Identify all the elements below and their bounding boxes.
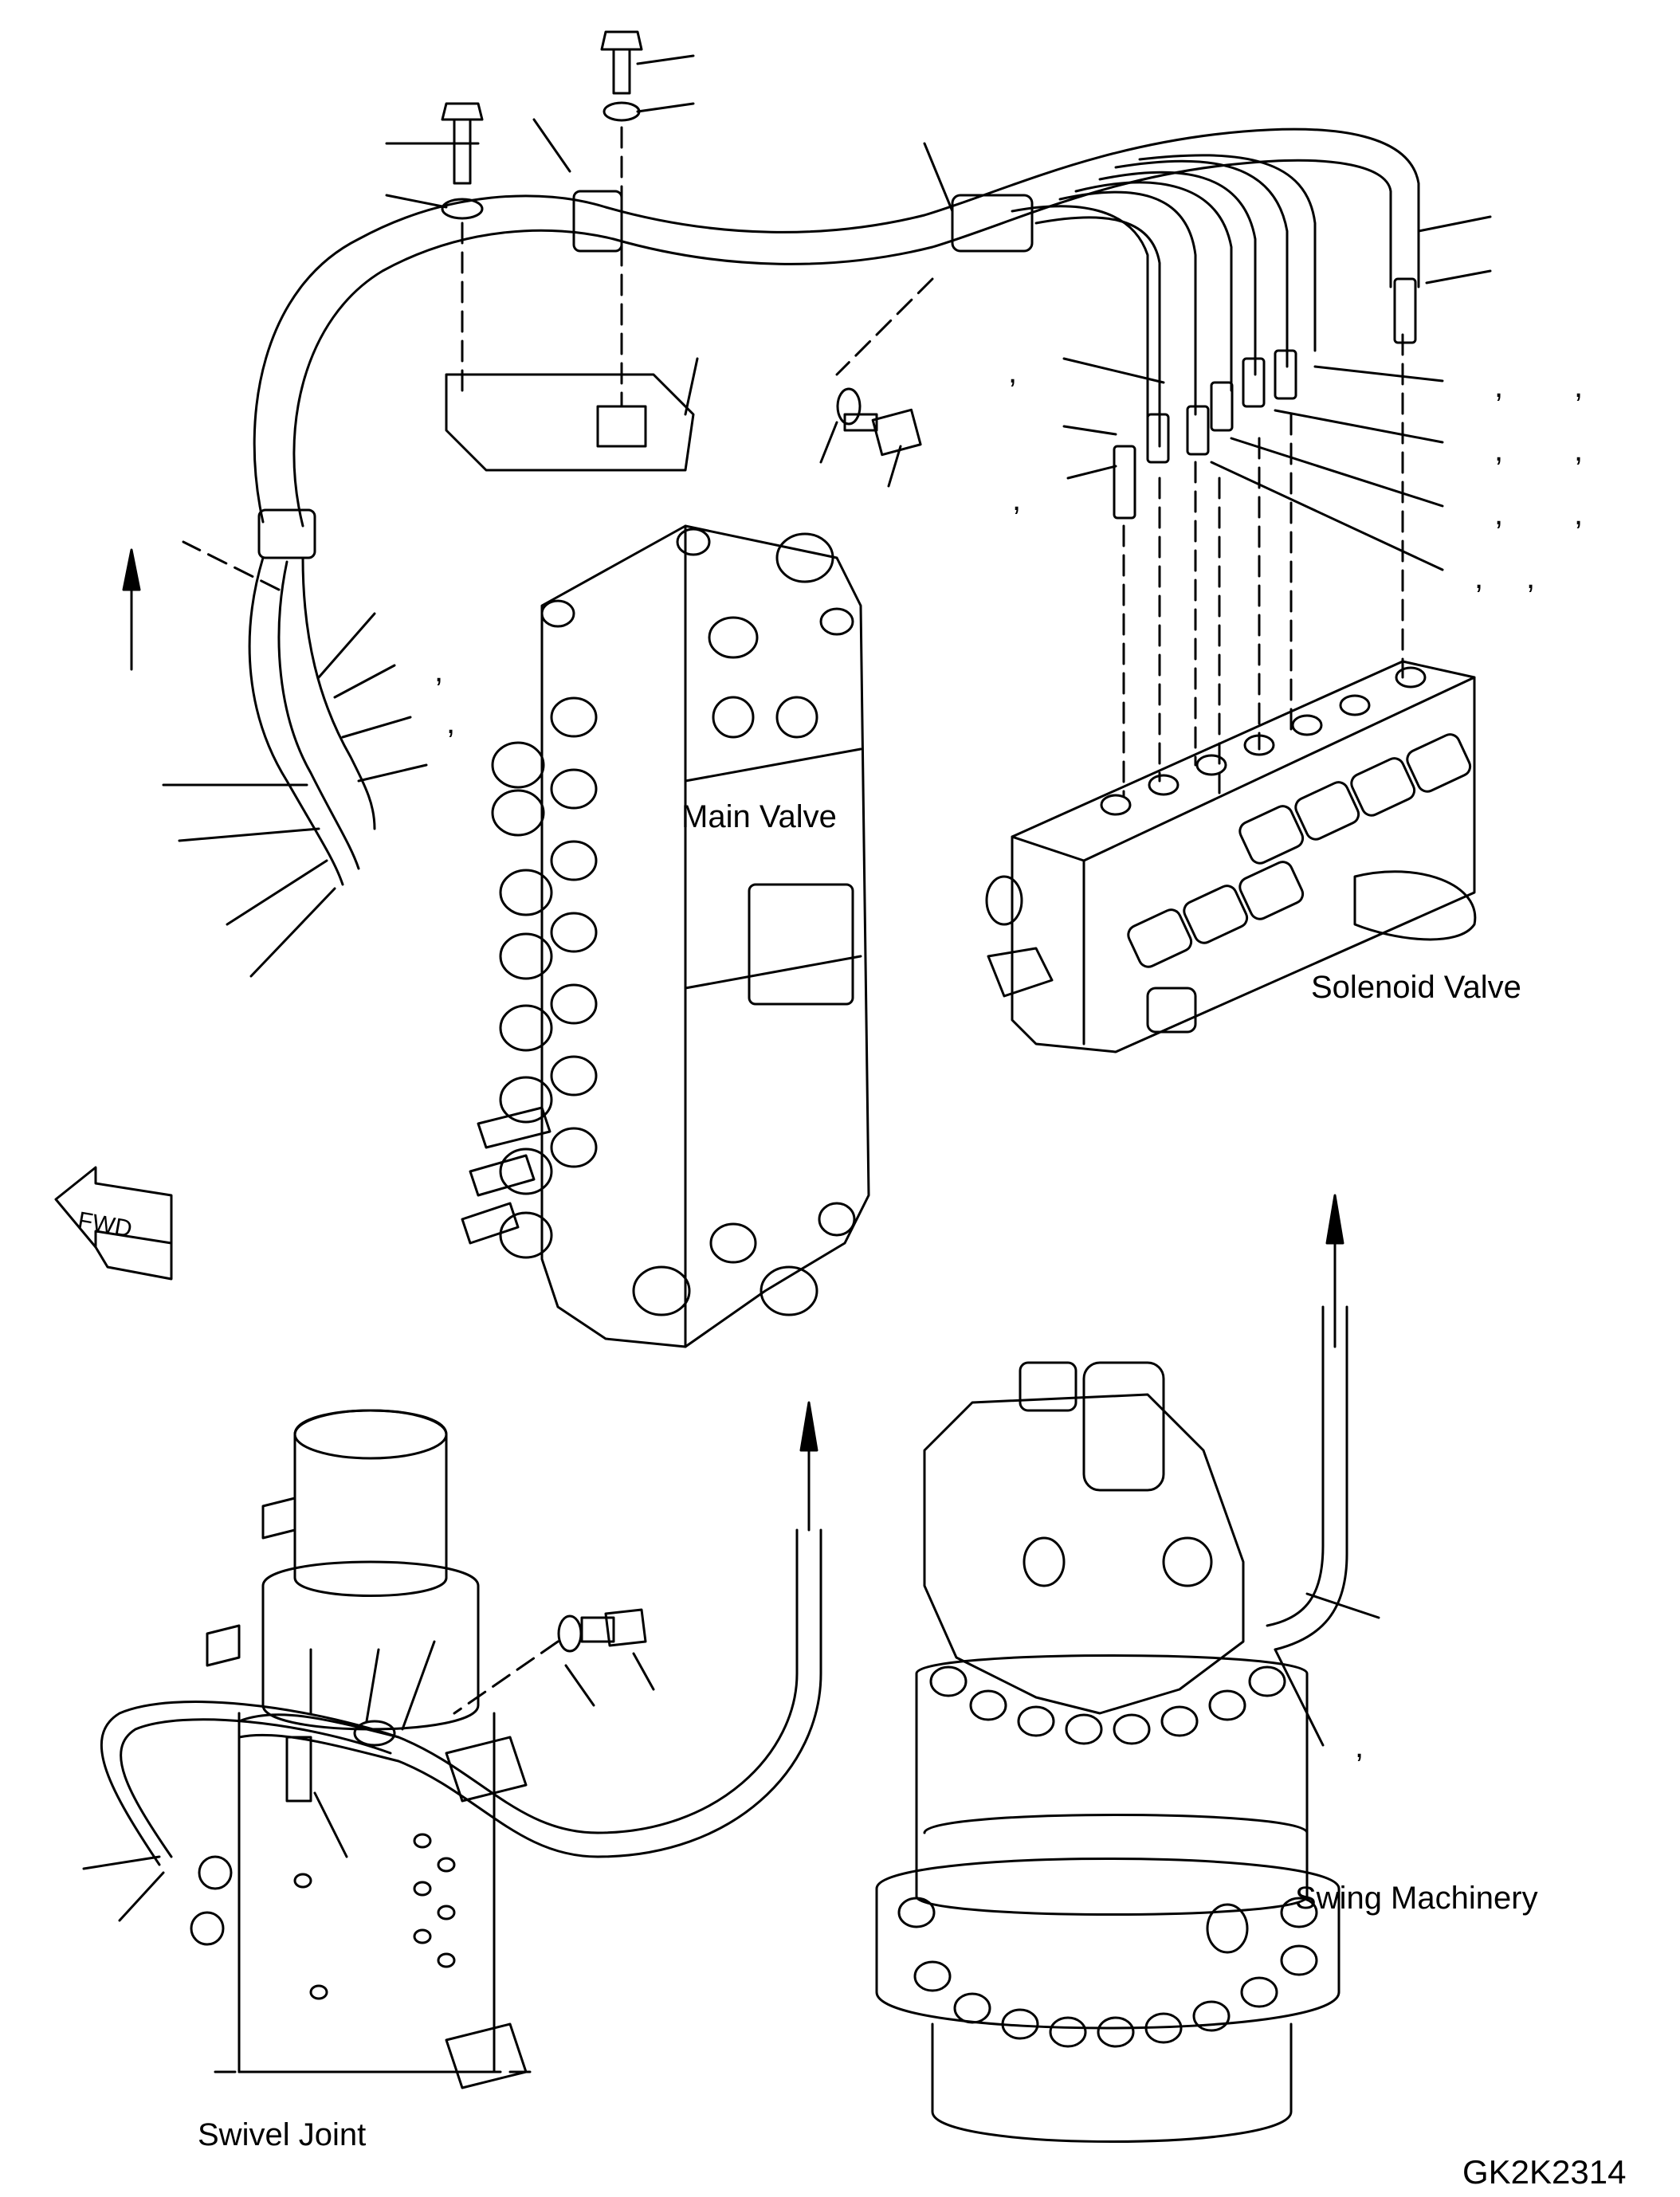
callout-comma: , <box>1526 560 1535 595</box>
callout-comma: , <box>1574 496 1583 532</box>
callout-comma: , <box>1474 560 1483 595</box>
solenoid-valve-label: Solenoid Valve <box>1311 970 1521 1005</box>
top-bolts <box>385 30 954 488</box>
dashed-guides-solenoid <box>1122 333 1404 798</box>
fwd-label: FWD <box>76 1207 134 1242</box>
fwd-arrow-icon <box>54 1166 173 1281</box>
solenoid-valve-body <box>985 660 1477 1053</box>
callout-comma: , <box>446 705 455 740</box>
swing-machinery-label: Swing Machinery <box>1295 1881 1538 1916</box>
drawing-code: GK2K2314 <box>1462 2153 1627 2191</box>
main-valve-leaders <box>162 612 428 978</box>
callout-comma: , <box>1494 369 1503 404</box>
callout-comma: , <box>434 653 443 689</box>
main-valve-body <box>461 524 870 1348</box>
dashed-guides-top <box>182 126 934 591</box>
callout-comma: , <box>1355 1729 1364 1764</box>
callout-comma: , <box>1008 355 1017 390</box>
swing-hose <box>1266 1194 1380 1747</box>
callout-comma: , <box>1494 433 1503 468</box>
mounting-plate <box>445 357 699 472</box>
callout-comma: , <box>1494 496 1503 532</box>
up-arrow-icon <box>122 548 141 671</box>
solenoid-fittings <box>1113 277 1417 520</box>
swivel-joint-label: Swivel Joint <box>198 2117 366 2152</box>
dashed-swivel-bolt <box>453 1640 559 1715</box>
callout-comma: , <box>1012 482 1021 517</box>
swivel-hoses <box>82 1401 822 1922</box>
solenoid-leaders <box>1062 215 1492 571</box>
swivel-joint-body <box>190 1409 528 2089</box>
upper-hose-bundle <box>248 128 1420 886</box>
swing-machinery-body <box>875 1361 1340 2143</box>
callout-comma: , <box>1574 369 1583 404</box>
dashed-swivel-base <box>214 1712 536 2073</box>
main-valve-label: Main Valve <box>681 799 837 834</box>
callout-comma: , <box>1574 433 1583 468</box>
